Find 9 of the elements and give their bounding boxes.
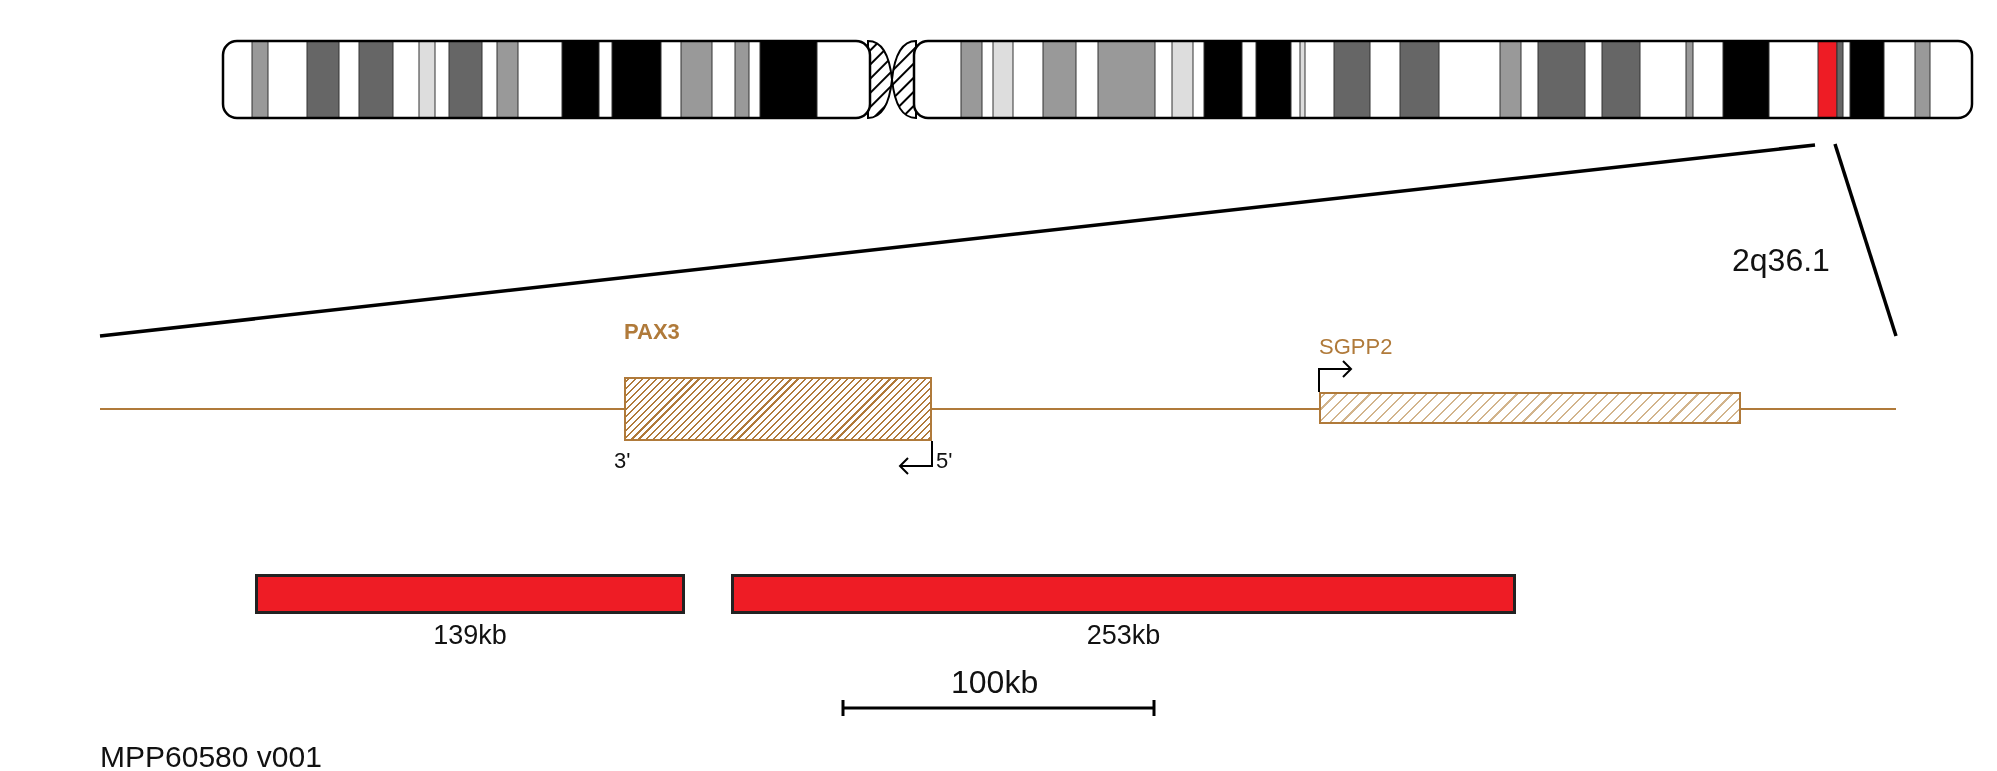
size-label: 139kb bbox=[432, 620, 508, 651]
strand-end-label: 3' bbox=[614, 448, 631, 474]
gene-name: PAX3 bbox=[624, 319, 680, 345]
text-label: 2q36.1 bbox=[1732, 242, 1830, 279]
text-label: 100kb bbox=[951, 664, 1039, 701]
size-label: 253kb bbox=[1085, 620, 1162, 651]
gene-name: SGPP2 bbox=[1319, 334, 1393, 360]
strand-end-label: 5' bbox=[936, 448, 953, 474]
text-label: MPP60580 v001 bbox=[100, 740, 322, 771]
